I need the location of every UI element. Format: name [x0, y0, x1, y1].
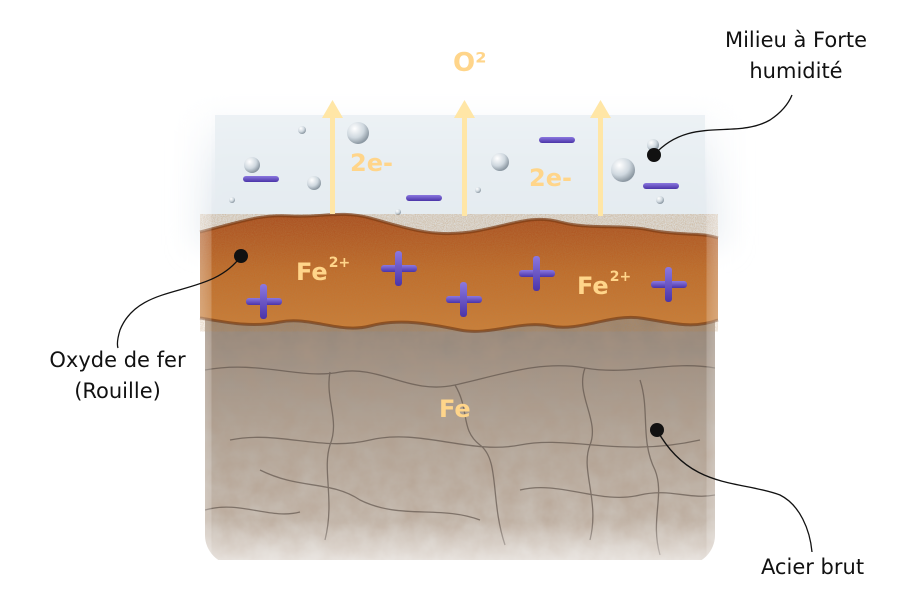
- iron-oxide-label: Oxyde de fer (Rouille): [30, 345, 205, 407]
- steel-cracks: [205, 365, 715, 556]
- plus-icon: [446, 282, 482, 317]
- iron-label: Fe: [439, 395, 471, 423]
- iron-ion-charge: 2+: [328, 255, 351, 271]
- right-fade: [712, 95, 738, 575]
- dot-humid: [647, 148, 661, 162]
- arrow-up-right: [590, 100, 611, 216]
- rust-zone: [199, 212, 719, 333]
- water-droplets: [229, 122, 664, 215]
- plus-icon: [519, 256, 555, 291]
- left-fade: [180, 95, 206, 575]
- leader-humid: [653, 94, 793, 156]
- iron-ion-symbol: Fe: [577, 272, 609, 300]
- arrow-up-center: [454, 100, 475, 216]
- raw-steel-zone: [205, 300, 715, 560]
- iron-ion-label-left: Fe2+: [296, 256, 350, 286]
- oxygen-label: O²: [453, 48, 487, 78]
- dot-oxide: [234, 249, 248, 263]
- minus-icon: [406, 195, 442, 201]
- humid-label-line1: Milieu à Forte: [724, 28, 868, 52]
- raw-steel-label: Acier brut: [760, 555, 865, 579]
- iron-ion-symbol: Fe: [296, 258, 328, 286]
- leader-oxide: [116, 255, 242, 349]
- humid-label-line2: humidité: [749, 59, 843, 83]
- minus-icon: [539, 137, 575, 143]
- leader-steel: [656, 429, 813, 553]
- minus-icon: [243, 176, 279, 182]
- negative-charges: [243, 137, 679, 201]
- electrons-label-left: 2e-: [350, 149, 393, 177]
- positive-charges: [246, 251, 687, 319]
- callout-dots: [234, 148, 664, 437]
- callout-leaders: [116, 94, 813, 553]
- oxide-label-line1: Oxyde de fer: [49, 348, 186, 372]
- arrow-up-left: [322, 100, 343, 214]
- plus-icon: [381, 251, 417, 286]
- plus-icon: [246, 284, 282, 319]
- bottom-fade: [0, 520, 912, 593]
- dot-steel: [650, 423, 664, 437]
- plus-icon: [651, 267, 687, 302]
- iron-ion-label-right: Fe2+: [577, 270, 631, 300]
- electron-flow-arrows: [322, 100, 611, 216]
- oxide-label-line2: (Rouille): [74, 379, 161, 403]
- electrons-label-right: 2e-: [529, 164, 572, 192]
- humid-environment-label: Milieu à Forte humidité: [704, 25, 888, 87]
- minus-icon: [643, 183, 679, 189]
- iron-ion-charge: 2+: [609, 269, 632, 285]
